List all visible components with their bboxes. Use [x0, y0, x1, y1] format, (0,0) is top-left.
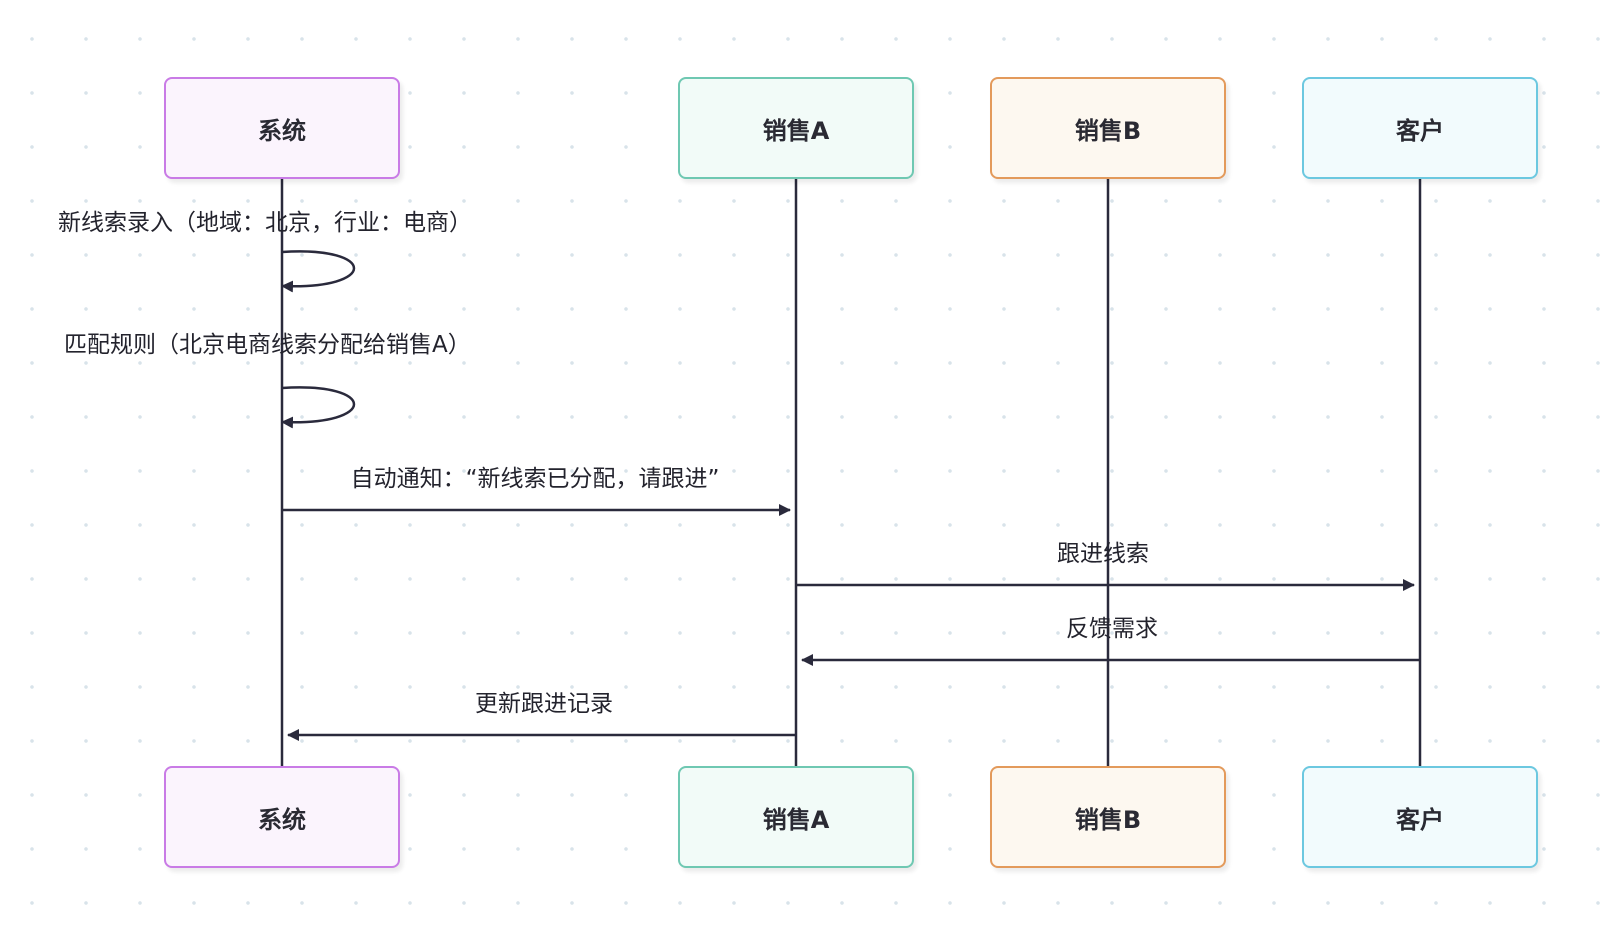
participant-system-top: 系统: [164, 77, 400, 179]
participant-sales-b-bottom: 销售B: [990, 766, 1226, 868]
message-label-new-lead: 新线索录入（地域：北京，行业：电商）: [58, 210, 472, 236]
message-arrow-m1: [281, 250, 356, 293]
participant-customer-top: 客户: [1302, 77, 1538, 179]
participant-sales-b-top: 销售B: [990, 77, 1226, 179]
message-label-match-rule: 匹配规则（北京电商线索分配给销售A）: [64, 332, 471, 358]
message-label-update-record: 更新跟进记录: [475, 691, 613, 717]
message-label-auto-notify: 自动通知：“新线索已分配，请跟进”: [350, 466, 720, 492]
message-arrow-m2: [281, 386, 356, 429]
participant-customer-bottom: 客户: [1302, 766, 1538, 868]
message-label-feedback: 反馈需求: [1066, 616, 1158, 642]
participant-sales-a-bottom: 销售A: [678, 766, 914, 868]
participant-sales-a-top: 销售A: [678, 77, 914, 179]
participant-system-bottom: 系统: [164, 766, 400, 868]
message-label-follow-up: 跟进线索: [1057, 541, 1149, 567]
